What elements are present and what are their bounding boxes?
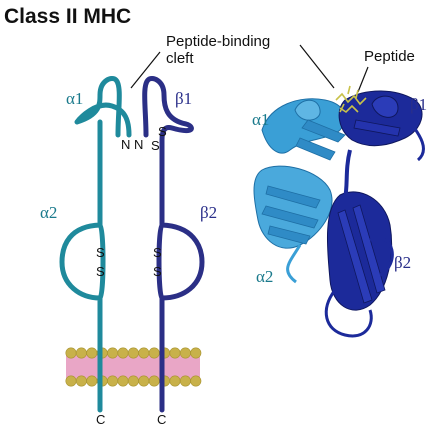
lipid-head [117, 375, 129, 387]
alpha-c-terminus: C [96, 412, 105, 427]
beta-c-terminus: C [157, 412, 166, 427]
lipid-head [148, 375, 160, 387]
lipid-head [138, 347, 150, 359]
lipid-head [117, 347, 129, 359]
alpha-chain [59, 76, 132, 413]
alpha2-disulfide-s1: S [96, 245, 105, 260]
lipid-head [75, 347, 87, 359]
lipid-head [190, 375, 202, 387]
schematic-beta2-label: β2 [200, 203, 217, 222]
cleft-label-line2: cleft [166, 50, 194, 67]
lipid-head [86, 375, 98, 387]
lipid-head [169, 347, 181, 359]
beta-n-terminus: N [134, 137, 143, 152]
ribbon-beta2-label: β2 [394, 253, 411, 272]
cleft-pointer-right [299, 44, 335, 89]
lipid-head [65, 347, 77, 359]
ribbon-structure: α1 β1 α2 β2 [252, 85, 427, 338]
lipid-head [179, 375, 191, 387]
beta2-disulfide-s1: S [153, 245, 162, 260]
lipid-head [107, 347, 119, 359]
lipid-head [86, 347, 98, 359]
lipid-head [179, 347, 191, 359]
alpha-n-terminus: N [121, 137, 130, 152]
bound-peptide [335, 85, 367, 114]
lipid-head [138, 375, 150, 387]
lipid-head [127, 347, 139, 359]
ribbon-alpha2-label: α2 [256, 267, 273, 286]
alpha2-disulfide-s2: S [96, 264, 105, 279]
schematic-alpha1-label: α1 [66, 89, 83, 108]
lipid-head [107, 375, 119, 387]
cell-membrane [65, 347, 202, 387]
lipid-head [169, 375, 181, 387]
peptide-pointer [357, 66, 369, 93]
beta1-disulfide-s1: S [158, 124, 167, 139]
schematic-beta1-label: β1 [175, 89, 192, 108]
beta1-disulfide-s2: S [151, 138, 160, 153]
lipid-head [75, 375, 87, 387]
ribbon-beta1-label: β1 [410, 95, 427, 114]
cleft-label-line1: Peptide-binding [166, 33, 270, 50]
schematic-diagram: α1 β1 α2 β2 N N S S S S S S C C [40, 76, 217, 427]
beta-chain [142, 76, 205, 413]
peptide-label: Peptide [364, 48, 415, 65]
lipid-head [65, 375, 77, 387]
beta2-disulfide-s2: S [153, 264, 162, 279]
cleft-pointer-left [130, 51, 161, 89]
lipid-head [127, 375, 139, 387]
ribbon-alpha1-label: α1 [252, 110, 269, 129]
lipid-head [190, 347, 202, 359]
figure-title: Class II MHC [4, 5, 131, 28]
lipid-head [148, 347, 160, 359]
schematic-alpha2-label: α2 [40, 203, 57, 222]
